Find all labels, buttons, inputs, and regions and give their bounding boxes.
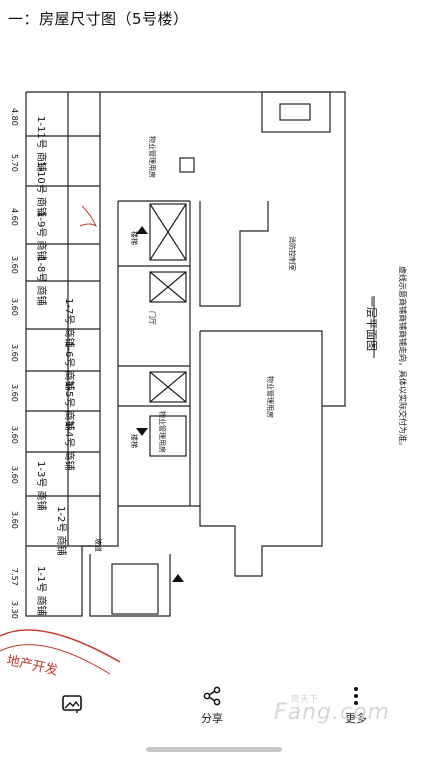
stamp-text: 地产开发 xyxy=(5,652,59,676)
unit-label: 1-6号 商铺 xyxy=(63,341,76,391)
svg-text:坡道: 坡道 xyxy=(94,538,103,552)
svg-text:门厅: 门厅 xyxy=(148,311,157,325)
watermark-small-text: 房天下 xyxy=(290,695,318,705)
share-button[interactable]: 分享 xyxy=(182,676,242,736)
bottom-toolbar: 分享 更多 xyxy=(0,676,428,736)
svg-text:虚线示意商铺商铺商铺走向，具体以实际交付为准。: 虚线示意商铺商铺商铺走向，具体以实际交付为准。 xyxy=(398,266,408,450)
image-download-icon xyxy=(62,695,82,713)
unit-label: 1-11号 商铺 xyxy=(35,116,48,172)
svg-text:3.60: 3.60 xyxy=(10,256,19,274)
svg-text:楼梯: 楼梯 xyxy=(130,231,139,245)
svg-text:3.60: 3.60 xyxy=(10,344,19,362)
svg-text:4.80: 4.80 xyxy=(10,108,19,126)
svg-text:3.60: 3.60 xyxy=(10,466,19,484)
svg-text:5.70: 5.70 xyxy=(10,154,19,172)
svg-text:一层平面图: 一层平面图 xyxy=(365,296,378,351)
share-label: 分享 xyxy=(201,712,223,725)
svg-text:楼梯: 楼梯 xyxy=(130,434,139,448)
image-action-button[interactable] xyxy=(42,676,102,736)
unit-label: 1-1号 商铺 xyxy=(35,566,48,616)
unit-label: 1-9号 商铺 xyxy=(35,211,48,261)
unit-label: 1-2号 商铺 xyxy=(55,506,68,556)
unit-label: 1-7号 商铺 xyxy=(63,298,76,348)
unit-label: 1-10号 商铺 xyxy=(35,161,48,217)
share-icon xyxy=(203,686,221,706)
svg-text:3.30: 3.30 xyxy=(10,601,19,619)
svg-text:物业管理用房: 物业管理用房 xyxy=(148,136,157,178)
svg-text:3.60: 3.60 xyxy=(10,511,19,529)
svg-text:物业管理用房: 物业管理用房 xyxy=(158,411,167,453)
more-vertical-icon xyxy=(354,687,358,705)
svg-text:7.57: 7.57 xyxy=(10,568,19,586)
page-title: 一：房屋尺寸图（5号楼） xyxy=(8,10,189,28)
more-button[interactable]: 更多 xyxy=(326,676,386,736)
svg-text:3.60: 3.60 xyxy=(10,384,19,402)
more-label: 更多 xyxy=(345,712,367,725)
fang-watermark: Fang.com xyxy=(273,700,390,725)
home-indicator[interactable] xyxy=(146,747,282,752)
svg-text:4.60: 4.60 xyxy=(10,208,19,226)
svg-text:3.60: 3.60 xyxy=(10,426,19,444)
unit-label: 1-8号 商铺 xyxy=(35,256,48,306)
unit-label: 1-3号 商铺 xyxy=(35,461,48,511)
svg-text:物业管理用房: 物业管理用房 xyxy=(266,376,275,418)
svg-text:消防控制室: 消防控制室 xyxy=(288,236,297,271)
svg-text:3.60: 3.60 xyxy=(10,298,19,316)
unit-label: 1-4号 商铺 xyxy=(63,421,76,471)
floor-plan-image: 1-11号 商铺 1-10号 商铺 1-9号 商铺 1-8号 商铺 1-7号 商… xyxy=(0,91,408,676)
unit-label: 1-5号 商铺 xyxy=(63,381,76,431)
